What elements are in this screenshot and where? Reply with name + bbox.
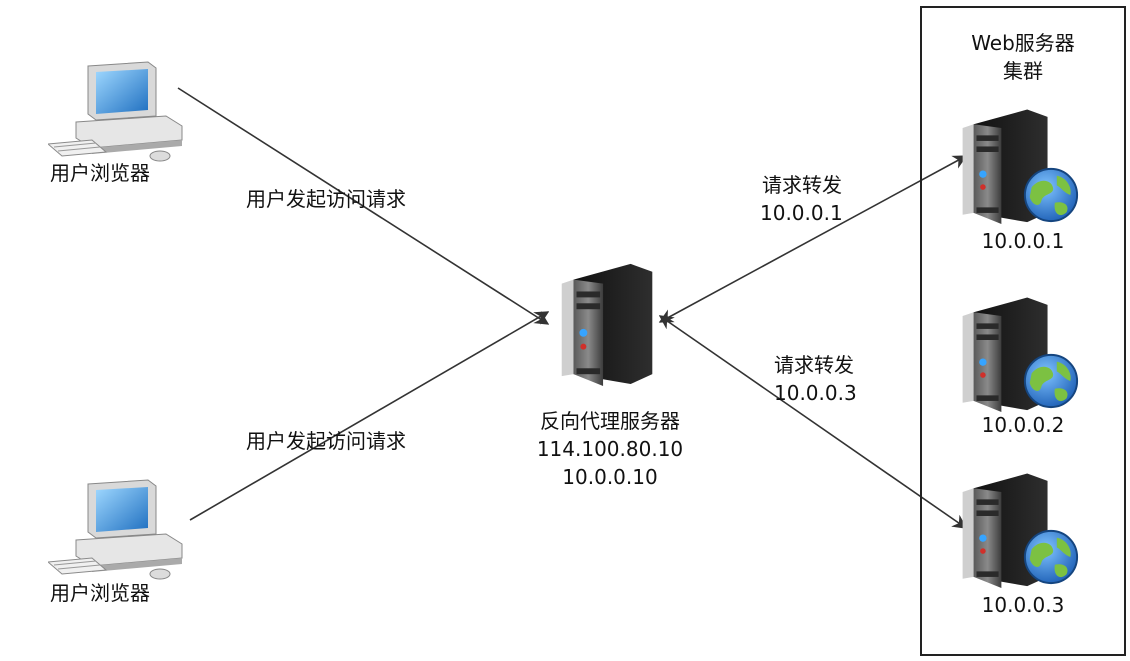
- forward-label-2: 请求转发: [774, 353, 854, 377]
- cluster-title-line2: 集群: [1003, 59, 1043, 83]
- proxy-public-ip: 114.100.80.10: [536, 437, 684, 461]
- web-server-cluster-box: [920, 6, 1126, 656]
- client-computer-icon-1: [48, 61, 183, 162]
- client-label-2: 用户浏览器: [50, 581, 150, 605]
- request-label-1: 用户发起访问请求: [246, 187, 406, 211]
- proxy-name: 反向代理服务器: [540, 409, 680, 433]
- proxy-server-icon: [561, 263, 653, 386]
- arrow-proxy-to-server3: [658, 315, 968, 529]
- arrow-client1-to-proxy: [177, 87, 550, 325]
- request-label-2: 用户发起访问请求: [246, 429, 406, 453]
- proxy-private-ip: 10.0.0.10: [562, 465, 658, 489]
- arrow-proxy-to-server1: [658, 155, 968, 323]
- arrow-client2-to-proxy: [189, 311, 550, 521]
- client-label-1: 用户浏览器: [50, 161, 150, 185]
- cluster-title-line1: Web服务器: [971, 31, 1075, 55]
- forward-ip-2: 10.0.0.3: [774, 381, 857, 405]
- client-computer-icon-2: [48, 479, 183, 580]
- forward-label-1: 请求转发: [762, 173, 842, 197]
- server-ip-3: 10.0.0.3: [981, 593, 1065, 617]
- server-ip-1: 10.0.0.1: [981, 229, 1065, 253]
- forward-ip-1: 10.0.0.1: [760, 201, 843, 225]
- server-ip-2: 10.0.0.2: [981, 413, 1065, 437]
